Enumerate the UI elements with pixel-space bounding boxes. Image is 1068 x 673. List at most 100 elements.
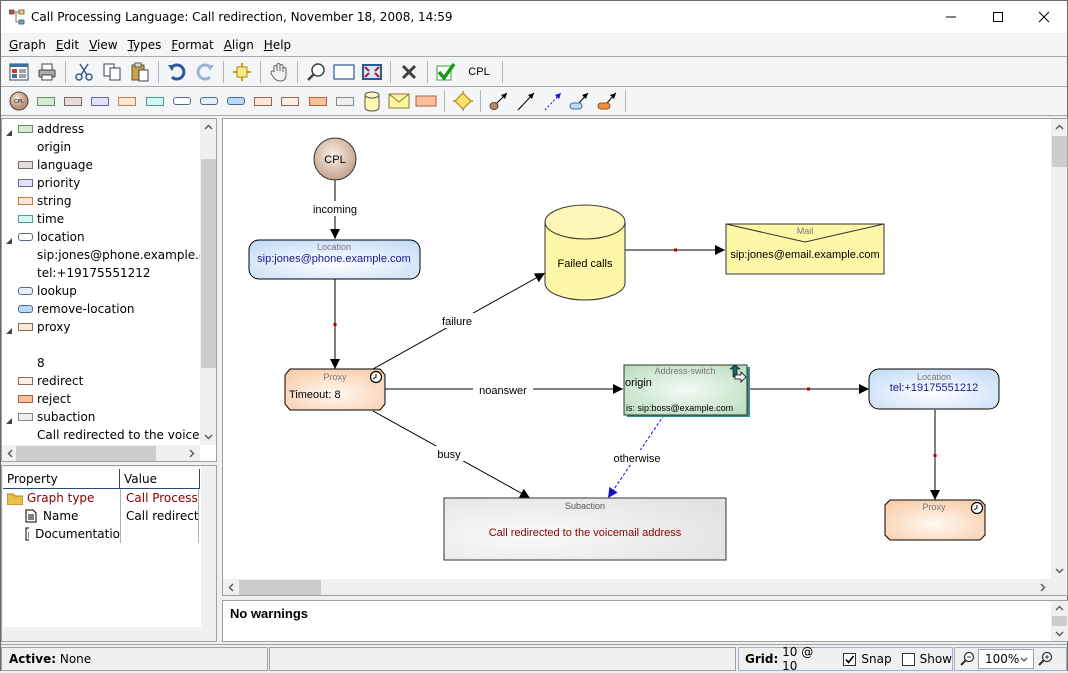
fit-selection-button[interactable] (332, 60, 356, 84)
minimize-button[interactable] (928, 1, 974, 33)
menu-graph[interactable]: Graph (4, 38, 51, 52)
menu-view[interactable]: View (84, 38, 122, 52)
tree-item-redirect[interactable]: redirect (2, 372, 200, 390)
tree-item-proxy[interactable]: proxy (2, 318, 200, 336)
node-proxy-timeout[interactable]: Proxy Timeout: 8 (284, 368, 386, 411)
node-proxy-2[interactable]: Proxy (884, 499, 986, 541)
palette-subaction[interactable] (334, 90, 356, 112)
scroll-left-icon[interactable] (2, 445, 19, 462)
maximize-button[interactable] (975, 1, 1021, 33)
expand-triangle-icon[interactable] (6, 234, 13, 244)
tree-item-reject[interactable]: reject (2, 390, 200, 408)
menu-format[interactable]: Format (166, 38, 218, 52)
menu-help[interactable]: Help (259, 38, 296, 52)
edge-incoming[interactable]: incoming (307, 180, 363, 239)
add-node-button[interactable] (230, 60, 254, 84)
edge-busy[interactable]: busy (372, 410, 531, 499)
zoom-level-select[interactable]: 100% (978, 649, 1034, 669)
palette-location[interactable] (171, 90, 193, 112)
warnings-scroll-thumb[interactable] (1052, 616, 1067, 626)
tree-subitem[interactable]: origin (2, 138, 200, 156)
scroll-down-icon[interactable] (1051, 562, 1068, 579)
tree-subitem[interactable]: tel:+19175551212 (2, 264, 200, 282)
tree-subitem[interactable]: Call redirected to the voicemail (2, 426, 216, 444)
property-value[interactable]: Call redirecti (126, 509, 198, 523)
node-start[interactable]: CPL (313, 137, 357, 181)
palette-log-cylinder[interactable] (361, 90, 383, 112)
expand-triangle-icon[interactable] (6, 324, 13, 334)
palette-reject-edge[interactable] (597, 90, 619, 112)
edge-otherwise[interactable]: otherwise (607, 414, 665, 499)
tree-item-address[interactable]: address (2, 120, 200, 138)
pan-button[interactable] (267, 60, 291, 84)
node-failed-calls-log[interactable]: Failed calls (544, 204, 626, 301)
node-mail[interactable]: Mail sip:jones@email.example.com (725, 223, 885, 275)
palette-start-edge[interactable] (488, 90, 510, 112)
tree-item-string[interactable]: string (2, 192, 200, 210)
tree-item-priority[interactable]: priority (2, 174, 200, 192)
cut-button[interactable] (72, 60, 96, 84)
palette-language[interactable] (62, 90, 84, 112)
menu-types[interactable]: Types (123, 38, 167, 52)
tree-item-language[interactable]: language (2, 156, 200, 174)
node-subaction[interactable]: Subaction Call redirected to the voicema… (443, 497, 727, 561)
delete-button[interactable] (397, 60, 421, 84)
edge-noanswer[interactable]: noanswer (385, 382, 623, 397)
palette-edge[interactable] (515, 90, 537, 112)
expand-triangle-icon[interactable] (6, 126, 13, 136)
tree-item-lookup[interactable]: lookup (2, 282, 200, 300)
zoom-in-icon[interactable] (1037, 651, 1053, 667)
palette-string[interactable] (116, 90, 138, 112)
palette-lookup[interactable] (198, 90, 220, 112)
fit-all-button[interactable] (360, 60, 384, 84)
property-value[interactable]: Call Processi (126, 491, 198, 505)
scroll-down-icon[interactable] (1051, 627, 1068, 641)
undo-button[interactable] (165, 60, 189, 84)
palette-start-node[interactable]: CPL (8, 90, 30, 112)
tree-vertical-scrollbar[interactable] (200, 119, 216, 445)
expand-triangle-icon[interactable] (6, 414, 13, 424)
diagram-canvas[interactable]: incoming failure noanswer (222, 118, 1068, 596)
canvas-hscroll-thumb[interactable] (239, 580, 321, 595)
palette-remove-location[interactable] (225, 90, 247, 112)
tree-scroll-thumb[interactable] (201, 159, 216, 368)
paste-button[interactable] (128, 60, 152, 84)
zoom-button[interactable] (304, 60, 328, 84)
property-column-header[interactable]: Property (3, 469, 120, 489)
node-location-tel[interactable]: Location tel:+19175551212 (868, 368, 1000, 410)
validate-button[interactable] (434, 60, 458, 84)
redo-button[interactable] (193, 60, 217, 84)
scroll-up-icon[interactable] (1051, 601, 1068, 615)
palette-reject-box[interactable] (415, 90, 437, 112)
edge-handle[interactable] (807, 387, 810, 391)
scroll-right-icon[interactable] (183, 445, 200, 462)
canvas-horizontal-scrollbar[interactable] (223, 579, 1051, 596)
edge-handle[interactable] (933, 454, 937, 457)
scroll-right-icon[interactable] (1034, 579, 1051, 596)
show-grid-checkbox[interactable]: Show (901, 652, 952, 666)
edge-handle[interactable] (674, 248, 677, 252)
tree-hscroll-thumb[interactable] (16, 446, 156, 461)
palette-time[interactable] (144, 90, 166, 112)
palette-location-edge[interactable] (569, 90, 591, 112)
properties-button[interactable] (7, 60, 31, 84)
tree-horizontal-scrollbar[interactable] (2, 445, 200, 462)
palette-reject[interactable] (307, 90, 329, 112)
node-address-switch[interactable]: Address-switch origin is: sip:boss@examp… (623, 364, 750, 417)
tree-item-location[interactable]: location (2, 228, 200, 246)
palette-otherwise-edge[interactable] (542, 90, 564, 112)
show-check-box[interactable] (901, 652, 915, 666)
palette-address[interactable] (35, 90, 57, 112)
edge-failure[interactable]: failure (372, 272, 546, 370)
canvas-vertical-scrollbar[interactable] (1051, 119, 1068, 579)
palette-proxy[interactable] (252, 90, 274, 112)
edge-switch-to-location[interactable] (748, 384, 869, 394)
tree-item-time[interactable]: time (2, 210, 200, 228)
palette-mail[interactable] (388, 90, 410, 112)
menu-align[interactable]: Align (219, 38, 259, 52)
edge-location-to-proxy[interactable] (330, 279, 340, 369)
palette-priority[interactable] (89, 90, 111, 112)
cpl-export-button[interactable]: CPL (462, 60, 496, 84)
snap-checkbox[interactable]: Snap (843, 652, 892, 666)
property-row-graph-type[interactable]: Graph type (7, 489, 119, 507)
